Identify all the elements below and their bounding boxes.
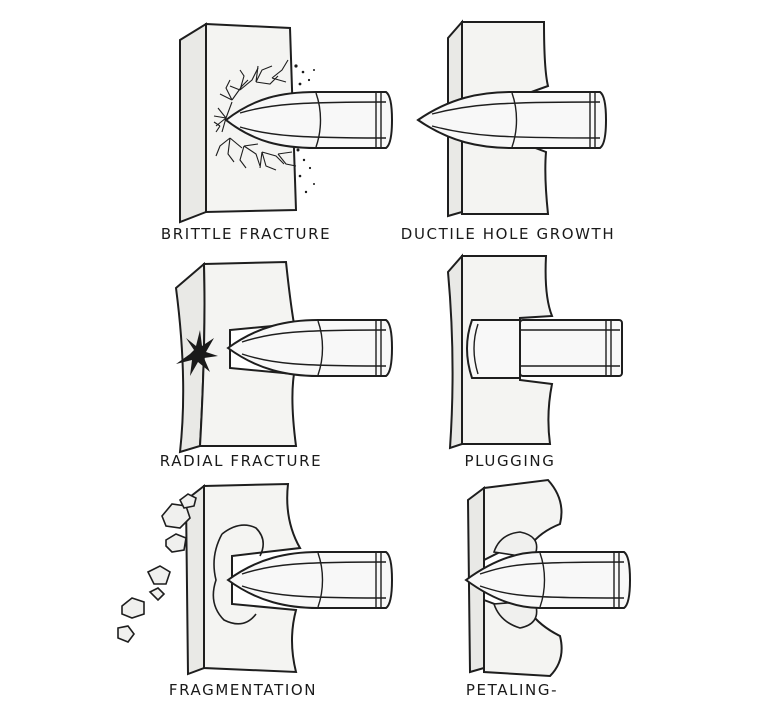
brittle-crack-network [213,59,297,171]
plugging-plug [466,319,521,379]
fragmentation-projectile [226,551,394,609]
plugging-illustration [446,253,623,450]
ductile-hole-growth-illustration [416,19,608,218]
plugging-plate-edge [446,253,463,450]
petaling-label: PETALING- [465,681,559,699]
radial-plate-face [198,260,298,447]
brittle-plate-edge [179,22,207,224]
ductile-hole-growth-label: DUCTILE HOLE GROWTH [400,225,616,243]
fragmentation-label: FRAGMENTATION [168,681,318,699]
fragmentation-illustration [117,482,394,676]
ductile-projectile [416,91,608,149]
radial-fracture-illustration [174,260,394,454]
plugging-projectile [519,319,623,377]
brittle-fracture-label: BRITTLE FRACTURE [160,225,332,243]
petaling-upper-petal [492,531,538,557]
brittle-fracture-illustration [179,22,394,224]
plugging-label: PLUGGING [464,452,556,470]
brittle-projectile [224,91,394,149]
radial-crack-star [176,330,218,376]
petaling-illustration [464,478,632,678]
brittle-debris [294,64,315,194]
radial-fracture-label: RADIAL FRACTURE [159,452,323,470]
petaling-projectile [464,551,632,609]
fragmentation-debris [117,493,197,643]
fragmentation-spall-outline [212,524,264,625]
radial-projectile [226,319,394,377]
